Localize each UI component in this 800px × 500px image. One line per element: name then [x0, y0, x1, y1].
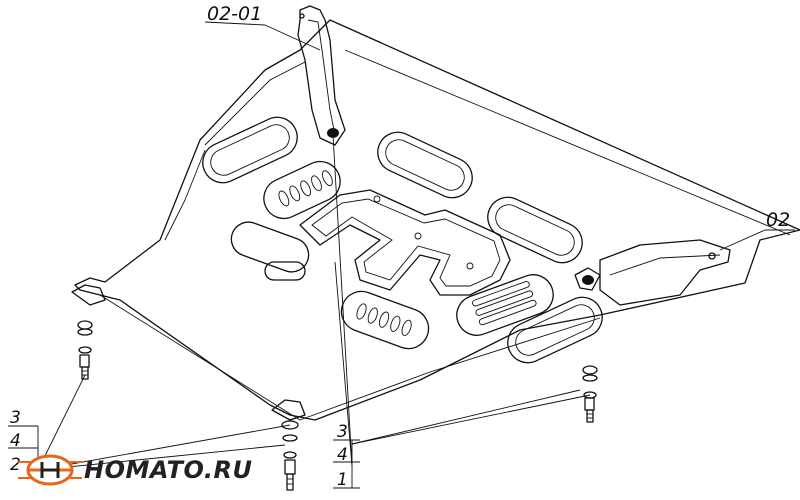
bracket-02-01 [297, 5, 346, 146]
fastener-right [582, 365, 598, 423]
watermark-logo [18, 454, 82, 486]
leader-lines [8, 21, 795, 489]
fastener-left [77, 320, 93, 380]
callout-center-3: 1 [337, 470, 348, 490]
callout-left-3: 2 [10, 455, 21, 475]
label-02-01: 02-01 [207, 3, 262, 25]
watermark-text: HOMATO.RU [84, 456, 252, 484]
callout-center-2: 4 [337, 445, 348, 465]
fastener-center [281, 420, 299, 491]
label-02: 02 [766, 209, 790, 231]
callout-left-2: 4 [10, 431, 21, 451]
skid-plate [74, 19, 800, 421]
mounting-tabs [71, 284, 306, 421]
bracket-02 [574, 239, 731, 306]
callout-left-1: 3 [10, 408, 21, 428]
plate-slots [202, 116, 603, 364]
callout-center-1: 3 [337, 422, 348, 442]
